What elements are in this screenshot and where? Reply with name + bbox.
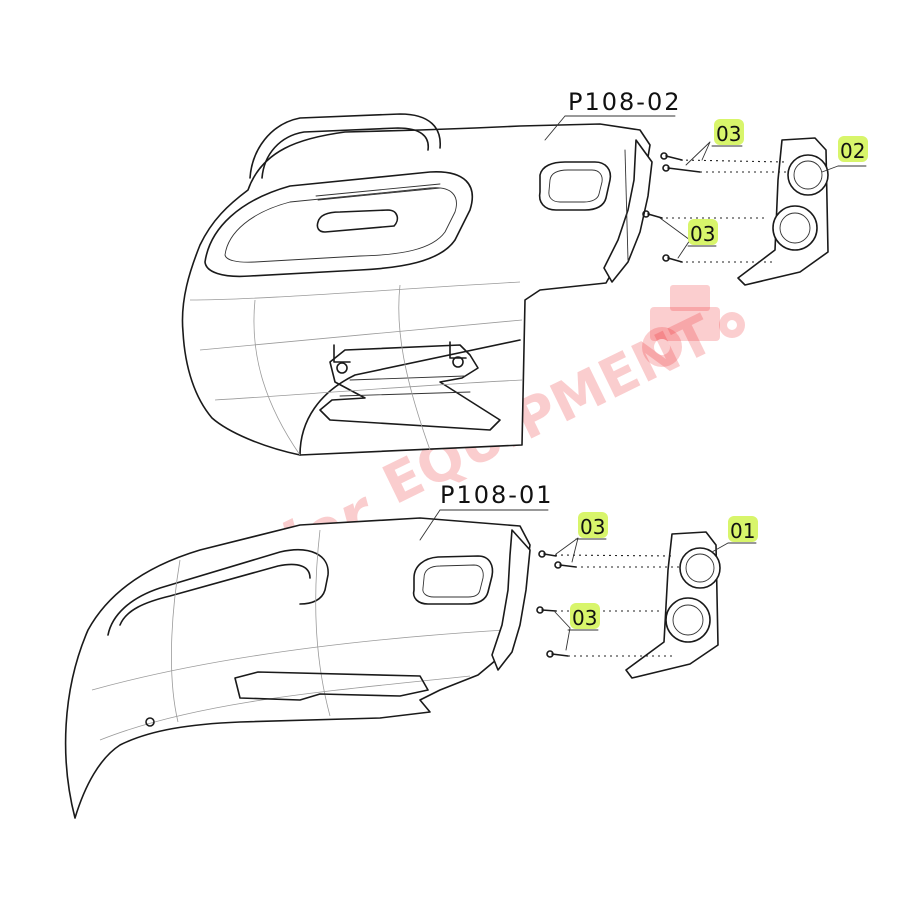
lower-tail-lamp [625,531,721,679]
callout-lower-screws-a: 03 [575,512,608,540]
callout-text: 02 [840,139,865,163]
upper-fender-assembly [181,113,653,456]
lower-screws [536,537,680,658]
assembly-label-text: P108-01 [440,481,553,509]
upper-recess-panel [204,171,474,278]
upper-lamp-opening [538,161,612,211]
lower-handle [107,548,329,636]
callout-text: 03 [572,606,597,630]
callout-upper-screws-a: 03 [711,119,744,147]
lower-bracket [234,671,429,701]
lower-lamp-opening [412,555,494,605]
callout-text: 03 [690,222,715,246]
callout-upper-lamp: 02 [821,136,868,173]
callout-text: 03 [716,122,741,146]
lower-rear-flange [491,529,531,671]
callout-text: 01 [730,519,755,543]
upper-handle [249,113,441,179]
callout-lower-screws-b: 03 [567,603,600,631]
assembly-label-p108-01: P108-01 [419,481,553,541]
upper-fender-body [181,123,651,456]
callout-lower-lamp: 01 [711,516,758,553]
callout-upper-screws-b: 03 [687,219,718,247]
upper-rear-flange [603,139,653,283]
tractor-icon [642,285,745,367]
callout-text: 03 [580,515,605,539]
upper-tail-lamp [737,137,829,286]
assembly-label-text: P108-02 [568,88,681,116]
upper-bracket [319,344,501,431]
upper-screws [642,141,790,263]
lower-fender-assembly [64,517,531,819]
assembly-label-p108-02: P108-02 [544,88,681,141]
